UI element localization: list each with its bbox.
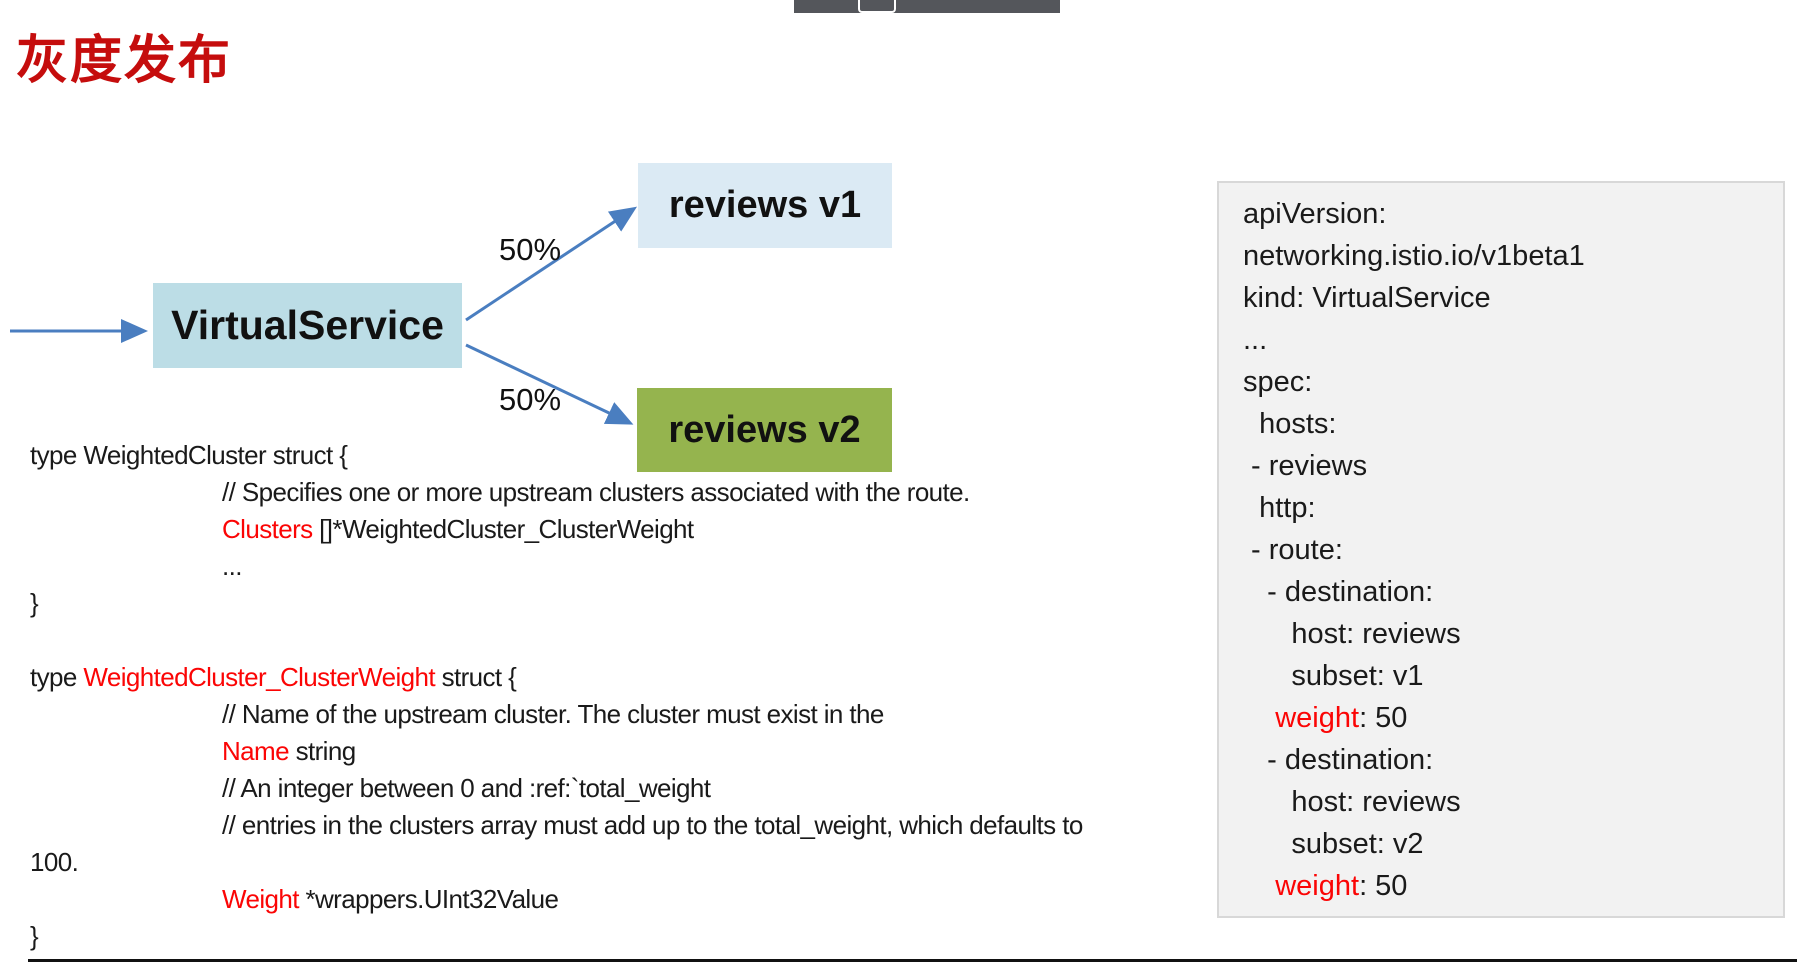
code-line: Name string [222, 736, 356, 766]
code-line: Weight *wrappers.UInt32Value [222, 884, 559, 914]
code-line: subset: v2 [1243, 828, 1424, 860]
slide-title: 灰度发布 [16, 32, 233, 90]
code-line: host: reviews [1243, 786, 1461, 818]
code-line: type WeightedCluster_ClusterWeight struc… [30, 662, 517, 692]
code-line: apiVersion: [1243, 198, 1387, 230]
code-line: // entries in the clusters array must ad… [222, 810, 1083, 840]
code-line: type WeightedCluster struct { [30, 440, 348, 470]
code-line: Clusters []*WeightedCluster_ClusterWeigh… [222, 514, 694, 544]
code-line: networking.istio.io/v1beta1 [1243, 240, 1585, 272]
code-line: - destination: [1243, 576, 1434, 608]
code-line: } [30, 588, 39, 618]
reviews-v1-box: reviews v1 [638, 163, 892, 248]
screen-share-toolbar[interactable] [794, 0, 1060, 13]
code-line: ... [1243, 324, 1268, 356]
virtualservice-box: VirtualService [153, 283, 462, 368]
code-line: spec: [1243, 366, 1313, 398]
yaml-code: apiVersion: networking.istio.io/v1beta1 ki… [1243, 193, 1585, 907]
screen-share-monitor-icon [858, 0, 896, 13]
code-line: host: reviews [1243, 618, 1461, 650]
code-line: // Specifies one or more upstream cluste… [222, 477, 970, 507]
code-line: http: [1243, 492, 1316, 524]
code-line: ... [222, 551, 242, 581]
yaml-config-panel: apiVersion: networking.istio.io/v1beta1 ki… [1217, 181, 1785, 918]
code-line [30, 622, 1370, 659]
code-line: weight: 50 [1275, 702, 1408, 734]
code-line: weight: 50 [1275, 870, 1408, 902]
reviews-v2-box: reviews v2 [637, 388, 892, 472]
code-line: - route: [1243, 534, 1343, 566]
go-struct-code: type WeightedCluster struct { // Specifie… [30, 437, 1370, 955]
code-line: kind: VirtualService [1243, 282, 1491, 314]
code-line: subset: v1 [1243, 660, 1424, 692]
weight-label-v2: 50% [499, 382, 562, 417]
slide-bottom-rule [28, 959, 1797, 962]
code-line: - destination: [1243, 744, 1434, 776]
code-line: } [30, 921, 39, 951]
code-line: - reviews [1243, 450, 1368, 482]
code-line: 100. [30, 847, 79, 877]
weight-label-v1: 50% [499, 232, 562, 267]
code-line: // An integer between 0 and :ref:`total_… [222, 773, 711, 803]
code-line: hosts: [1243, 408, 1337, 440]
code-line: // Name of the upstream cluster. The clu… [222, 699, 884, 729]
